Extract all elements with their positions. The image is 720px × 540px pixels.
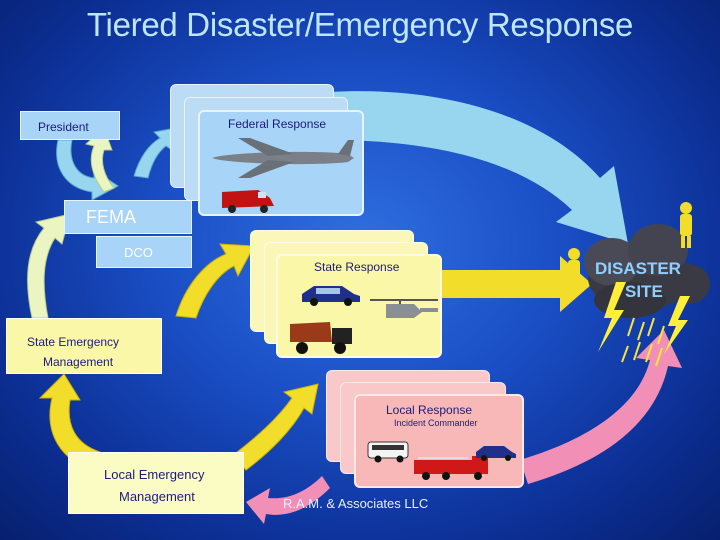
president-label: President: [38, 120, 89, 134]
state-response-label: State Response: [314, 260, 400, 274]
local-response-card[interactable]: Local Response Incident Commander: [354, 394, 524, 488]
disaster-site-label-line2: SITE: [625, 282, 663, 301]
storm-cloud-icon: [584, 224, 710, 318]
car-icon: [476, 446, 516, 461]
dump-truck-icon: [290, 322, 352, 354]
van-icon: [222, 190, 274, 213]
state-em-label-line1: State Emergency: [27, 335, 120, 349]
arrow-local-em-to-local: [231, 383, 319, 471]
lightning-icon: [598, 282, 626, 352]
arrow-local-em-to-state-em: [38, 373, 101, 471]
dco-label: DCO: [124, 245, 153, 260]
cargo-plane-icon: [212, 138, 354, 178]
arrow-state-to-disaster: [440, 256, 592, 312]
lightning-icon: [664, 296, 690, 354]
incident-commander-label: Incident Commander: [394, 418, 478, 428]
local-emergency-management-node[interactable]: Local Emergency Management: [68, 452, 244, 514]
state-response-card[interactable]: State Response: [276, 254, 442, 358]
local-em-label-line2: Management: [119, 489, 195, 504]
arrow-local-to-local-em: [246, 476, 330, 524]
federal-response-card[interactable]: Federal Response: [198, 110, 364, 216]
page-title: Tiered Disaster/Emergency Response: [86, 6, 634, 43]
fema-label: FEMA: [86, 207, 137, 227]
hazmat-worker-icon: [680, 202, 692, 248]
rain-icon: [621, 317, 665, 367]
local-response-label: Local Response: [386, 403, 473, 417]
president-node[interactable]: President: [20, 111, 120, 140]
federal-response-label: Federal Response: [228, 117, 327, 131]
arrow-local-to-disaster: [520, 330, 682, 484]
dco-node[interactable]: DCO: [96, 236, 192, 268]
state-emergency-management-node[interactable]: State Emergency Management: [6, 318, 162, 374]
hazmat-worker-icon: [568, 248, 580, 292]
fema-node[interactable]: FEMA: [64, 200, 192, 234]
state-em-label-line2: Management: [43, 355, 114, 369]
car-icon: [302, 286, 360, 306]
fire-truck-icon: [414, 456, 488, 480]
local-em-label-line1: Local Emergency: [104, 467, 205, 482]
bus-icon: [367, 441, 409, 463]
disaster-site-label-line1: DISASTER: [595, 259, 681, 278]
helicopter-icon: [370, 299, 438, 318]
arrow-federal-to-disaster: [330, 91, 628, 245]
credit-text: R.A.M. & Associates LLC: [283, 496, 429, 511]
